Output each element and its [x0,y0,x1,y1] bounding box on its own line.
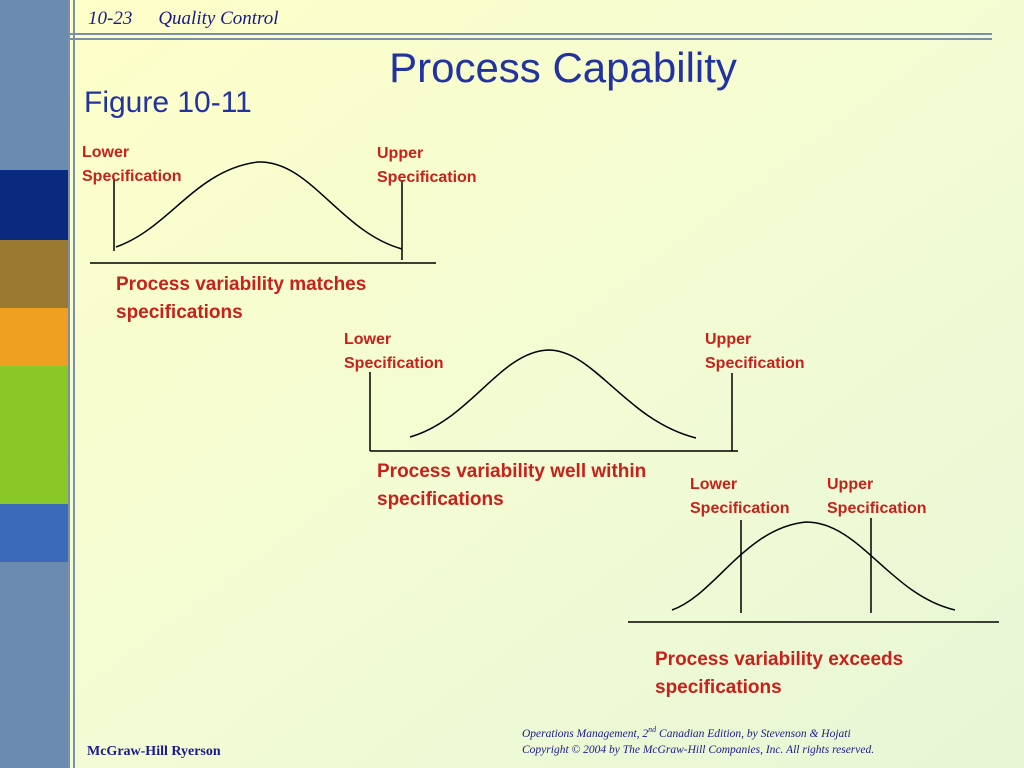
credit-pre: Operations Management, 2 [522,727,649,740]
left-color-bar [0,0,68,768]
lower-spec-label-2-line1: Lower [344,331,392,348]
publisher-name: McGraw-Hill Ryerson [87,744,221,759]
lower-spec-label-1-line1: Lower [82,144,130,161]
caption-2: Process variability well within specific… [377,458,646,514]
page-title: Process Capability [389,44,737,91]
upper-spec-label-3: Upper Specification [827,473,927,521]
bar-segment-navy [0,170,68,240]
bar-segment-blue [0,504,68,562]
lower-spec-label-3: Lower Specification [690,473,790,521]
upper-spec-label-2-line1: Upper [705,331,752,348]
lower-spec-label-3-line1: Lower [690,476,738,493]
chapter-title: Quality Control [158,8,279,29]
credit-post: Canadian Edition, by Stevenson & Hojati [656,727,851,740]
distribution-curve-1 [115,161,403,250]
vertical-rule-inner [73,0,75,768]
distribution-curve-2 [409,349,697,439]
upper-spec-label-3-line1: Upper [827,476,874,493]
copyright-line: Copyright © 2004 by The McGraw-Hill Comp… [522,743,875,756]
upper-spec-label-1-line1: Upper [377,145,424,162]
distribution-curve-3 [671,521,956,611]
caption-1-line1: Process variability matches [116,274,367,295]
caption-2-line2: specifications [377,489,504,510]
bar-segment-steel [0,0,68,170]
lower-spec-label-1-line2: Specification [82,168,182,185]
upper-spec-label-3-line2: Specification [827,500,927,517]
caption-1: Process variability matches specificatio… [116,271,366,327]
lower-spec-label-1: Lower Specification [82,141,182,189]
footer-credits: Operations Management, 2nd Canadian Edit… [522,722,874,758]
upper-spec-label-1: Upper Specification [377,142,477,190]
upper-spec-label-2-line2: Specification [705,355,805,372]
lower-spec-label-3-line2: Specification [690,500,790,517]
bar-segment-green [0,366,68,504]
upper-spec-label-1-line2: Specification [377,169,477,186]
lower-spec-label-2: Lower Specification [344,328,444,376]
header-rule [70,33,992,35]
caption-3: Process variability exceeds specificatio… [655,646,903,702]
caption-3-line2: specifications [655,677,782,698]
slide-number: 10-23 [88,8,133,29]
vertical-rule [68,0,70,768]
caption-3-line1: Process variability exceeds [655,649,904,670]
figure-label: Figure 10-11 [84,86,252,119]
bar-segment-steel-bottom [0,562,68,768]
header-rule-inner [70,38,992,40]
lower-spec-label-2-line2: Specification [344,355,444,372]
credit-line: Operations Management, 2nd Canadian Edit… [522,722,874,742]
upper-spec-label-2: Upper Specification [705,328,805,376]
credit-sup: nd [648,725,657,734]
slide-header: 10-23 Quality Control [88,8,279,30]
caption-1-line2: specifications [116,302,243,323]
bar-segment-orange [0,308,68,366]
caption-2-line1: Process variability well within [377,461,647,482]
bar-segment-olive [0,240,68,308]
